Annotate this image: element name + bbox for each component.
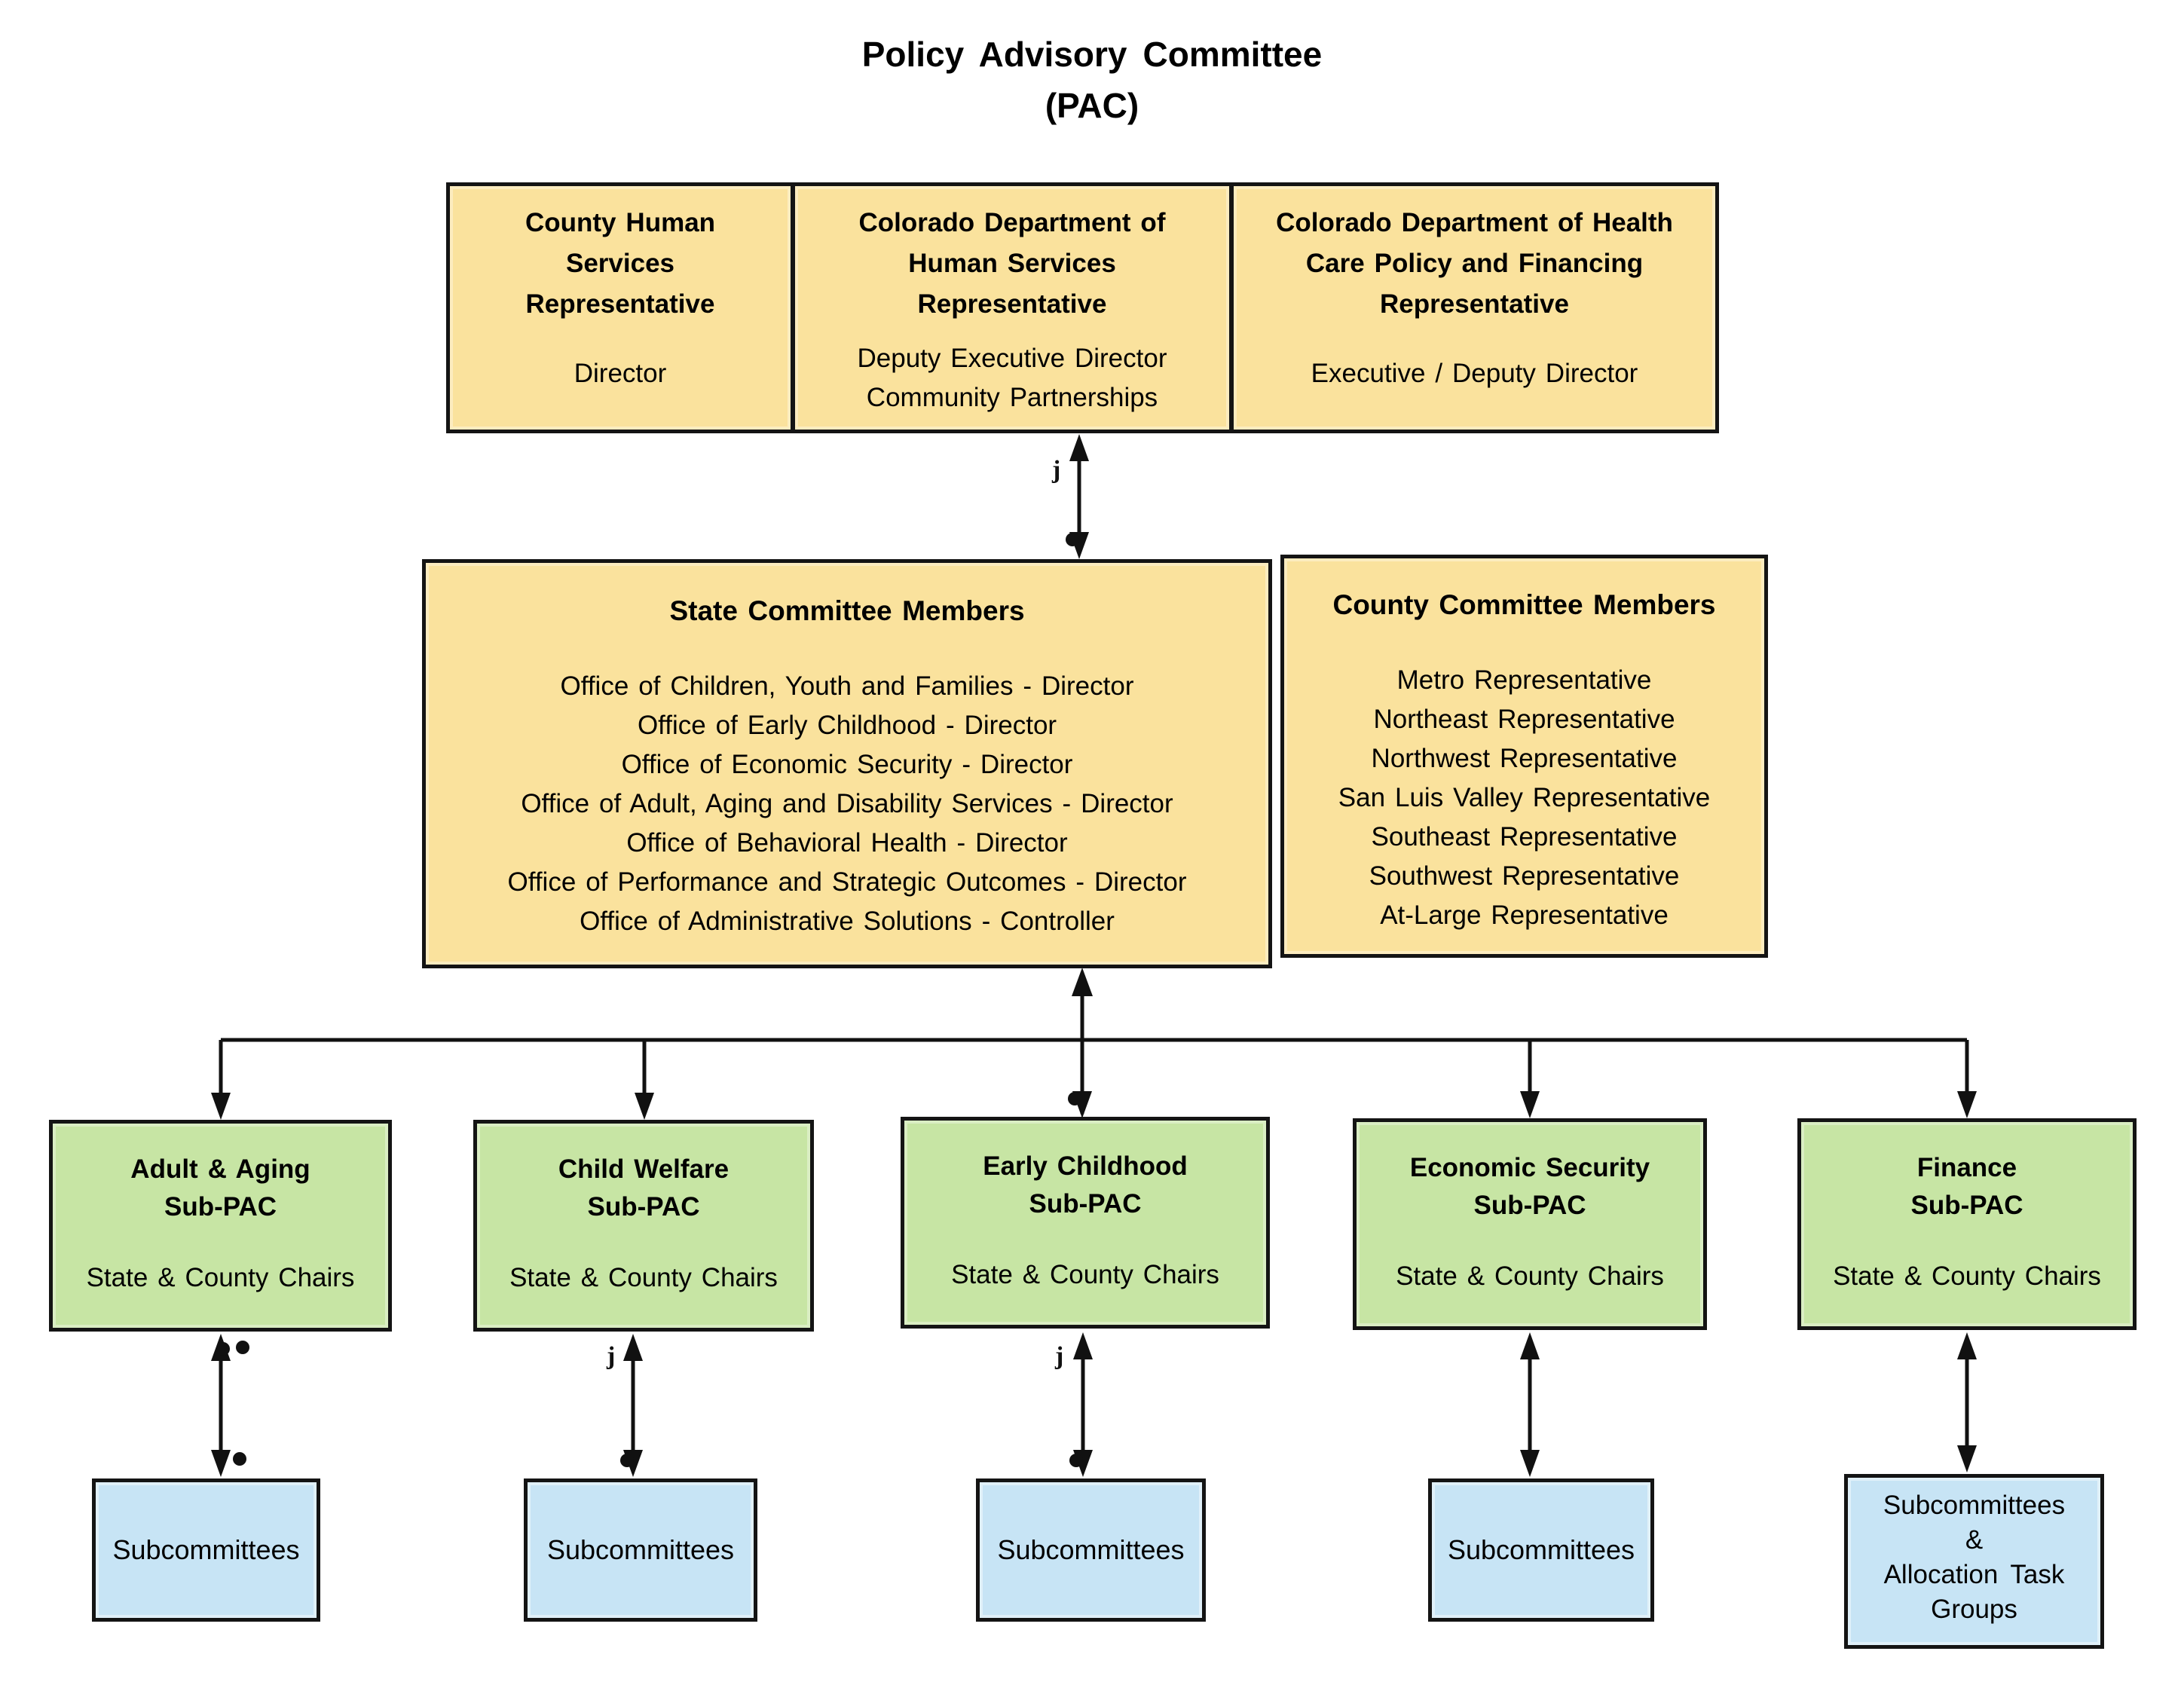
- node-county-committee-members: County Committee Members Metro Represent…: [1280, 555, 1768, 958]
- node-heading: State Committee Members: [669, 595, 1025, 626]
- node-heading: County Committee Members: [1332, 589, 1716, 620]
- committee-member-item: Metro Representative: [1396, 665, 1652, 695]
- node-subcommittees-allocation-task-groups: Subcommittees & Allocation Task Groups: [1844, 1474, 2104, 1649]
- node-subpac-finance: Finance Sub-PAC State & County Chairs: [1797, 1118, 2137, 1330]
- scan-artifact-j: j: [606, 1342, 615, 1370]
- committee-member-item: Northeast Representative: [1373, 705, 1675, 734]
- subcommittees-label: Subcommittees: [112, 1534, 300, 1565]
- connector-subpac-child-welfare-to-subcommittees: j: [606, 1334, 643, 1477]
- subpac-members: State & County Chairs: [951, 1260, 1219, 1289]
- subpac-members: State & County Chairs: [1833, 1261, 2101, 1291]
- node-role: Deputy Executive Director Community Part…: [857, 344, 1167, 412]
- subpac-level: Sub-PAC: [1910, 1191, 2023, 1220]
- committee-member-item: Office of Performance and Strategic Outc…: [507, 867, 1187, 897]
- node-role: Director: [574, 359, 667, 388]
- node-subcommittees-early-childhood: Subcommittees: [976, 1478, 1206, 1622]
- subpac-level: Sub-PAC: [1473, 1191, 1586, 1220]
- connector-subpac-finance-to-subcommittees: [1957, 1332, 1977, 1472]
- committee-member-item: Northwest Representative: [1371, 744, 1678, 773]
- subcommittees-label: Subcommittees: [1447, 1534, 1635, 1565]
- chart-title-line2: (PAC): [1045, 86, 1139, 125]
- scan-artifact-j: j: [1051, 456, 1060, 484]
- subcommittees-label: Subcommittees & Allocation Task Groups: [1883, 1491, 2066, 1624]
- chart-title: Policy Advisory Committee (PAC): [0, 29, 2184, 131]
- chart-title-line1: Policy Advisory Committee: [861, 35, 1323, 74]
- subpac-name: Early Childhood: [983, 1151, 1188, 1181]
- committee-member-list: Metro Representative Northeast Represent…: [1284, 661, 1764, 935]
- node-subcommittees-child-welfare: Subcommittees: [524, 1478, 757, 1622]
- subpac-title: Finance Sub-PAC: [1801, 1149, 2133, 1225]
- subcommittees-label: Subcommittees: [546, 1534, 735, 1565]
- subpac-level: Sub-PAC: [1029, 1189, 1142, 1219]
- subpac-level: Sub-PAC: [164, 1192, 277, 1222]
- subpac-title: Early Childhood Sub-PAC: [904, 1148, 1266, 1223]
- connector-subpac-adult-aging-to-subcommittees: [211, 1334, 249, 1477]
- subpac-title: Adult & Aging Sub-PAC: [53, 1151, 388, 1226]
- scan-artifact-dot: [236, 1341, 249, 1354]
- node-subpac-early-childhood: Early Childhood Sub-PAC State & County C…: [901, 1117, 1270, 1329]
- subpac-name: Adult & Aging: [130, 1154, 310, 1184]
- connector-subpac-economic-security-to-subcommittees: [1520, 1332, 1540, 1477]
- node-state-committee-members: State Committee Members Office of Childr…: [422, 559, 1272, 968]
- committee-member-item: Southwest Representative: [1369, 861, 1680, 891]
- node-subpac-adult-aging: Adult & Aging Sub-PAC State & County Cha…: [49, 1120, 392, 1332]
- subpac-name: Economic Security: [1409, 1153, 1650, 1182]
- node-role: Executive / Deputy Director: [1311, 359, 1638, 388]
- committee-member-item: Office of Economic Security - Director: [621, 750, 1073, 779]
- node-hcpf-representative: Colorado Department of Health Care Polic…: [1230, 182, 1719, 433]
- subpac-members: State & County Chairs: [1396, 1261, 1664, 1291]
- scan-artifact-j: j: [1054, 1342, 1063, 1370]
- subcommittees-label: Subcommittees: [997, 1534, 1185, 1565]
- subpac-title: Economic Security Sub-PAC: [1357, 1149, 1703, 1225]
- committee-member-item: Office of Early Childhood - Director: [637, 711, 1057, 740]
- scan-artifact-dot: [216, 1342, 230, 1356]
- subpac-level: Sub-PAC: [587, 1192, 700, 1222]
- node-heading: Colorado Department of Human Services Re…: [858, 208, 1166, 319]
- node-heading: County Human Services Representative: [525, 208, 716, 319]
- subpac-members: State & County Chairs: [86, 1263, 355, 1292]
- node-subpac-child-welfare: Child Welfare Sub-PAC State & County Cha…: [473, 1120, 814, 1332]
- subpac-members: State & County Chairs: [509, 1263, 778, 1292]
- committee-member-item: Office of Administrative Solutions - Con…: [580, 907, 1115, 936]
- node-county-human-services-representative: County Human Services Representative Dir…: [446, 182, 794, 433]
- subpac-name: Finance: [1916, 1153, 2017, 1182]
- subpac-title: Child Welfare Sub-PAC: [477, 1151, 810, 1226]
- committee-member-list: Office of Children, Youth and Families -…: [426, 667, 1268, 941]
- scan-artifact-dot: [233, 1452, 246, 1466]
- connector-committees-to-subpacs: [211, 968, 1977, 1120]
- connector-subpac-early-childhood-to-subcommittees: j: [1054, 1332, 1093, 1477]
- connector-top-to-committees: j: [1051, 434, 1089, 559]
- subpac-name: Child Welfare: [558, 1154, 730, 1184]
- committee-member-item: Office of Behavioral Health - Director: [626, 828, 1068, 858]
- node-heading: Colorado Department of Health Care Polic…: [1276, 208, 1673, 319]
- committee-member-item: Office of Children, Youth and Families -…: [560, 671, 1134, 701]
- node-subcommittees-adult-aging: Subcommittees: [92, 1478, 320, 1622]
- committee-member-item: At-Large Representative: [1380, 901, 1669, 930]
- node-subpac-economic-security: Economic Security Sub-PAC State & County…: [1353, 1118, 1707, 1330]
- node-cdhs-representative: Colorado Department of Human Services Re…: [791, 182, 1233, 433]
- node-subcommittees-economic-security: Subcommittees: [1428, 1478, 1654, 1622]
- committee-member-item: Office of Adult, Aging and Disability Se…: [521, 789, 1173, 818]
- committee-member-item: San Luis Valley Representative: [1338, 783, 1711, 812]
- committee-member-item: Southeast Representative: [1371, 822, 1678, 852]
